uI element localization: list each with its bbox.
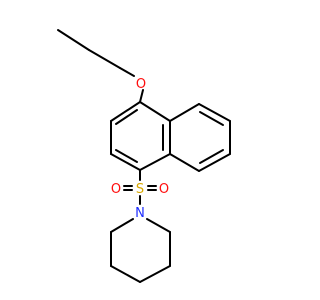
atom-S1: S [136, 182, 144, 197]
bond-ether-c [139, 89, 144, 103]
bond-ring-a4 [139, 153, 171, 171]
atom-label-layer: O S O O N [111, 77, 169, 221]
bond-ring-b5 [169, 153, 200, 172]
atom-O3: O [159, 182, 169, 197]
bond-ring-b1 [169, 103, 200, 122]
bond-pip-1 [110, 218, 134, 233]
bond-layer [57, 29, 231, 283]
bond-ring-a1-inner [115, 109, 138, 125]
molecule-structure: O S O O N [57, 29, 231, 283]
atom-N1: N [135, 206, 145, 221]
atom-O1: O [136, 77, 146, 92]
bond-pip-6 [146, 218, 171, 233]
atom-O2: O [111, 182, 121, 197]
bond-propyl-3 [119, 67, 135, 77]
bond-pip-4 [139, 265, 171, 283]
bond-pip-3 [110, 265, 141, 283]
bond-ring-b4 [198, 153, 231, 172]
bond-ring-b4-inner [199, 149, 224, 164]
bond-ring-a6 [139, 101, 171, 122]
bond-propyl-2 [88, 49, 121, 69]
bond-ring-a1 [110, 101, 141, 122]
bond-propyl-1 [57, 29, 90, 51]
bond-ring-b2 [198, 103, 231, 122]
bond-ring-b2-inner [199, 111, 224, 126]
bond-ring-a3-inner [115, 149, 138, 163]
bond-ring-a3 [110, 153, 141, 171]
